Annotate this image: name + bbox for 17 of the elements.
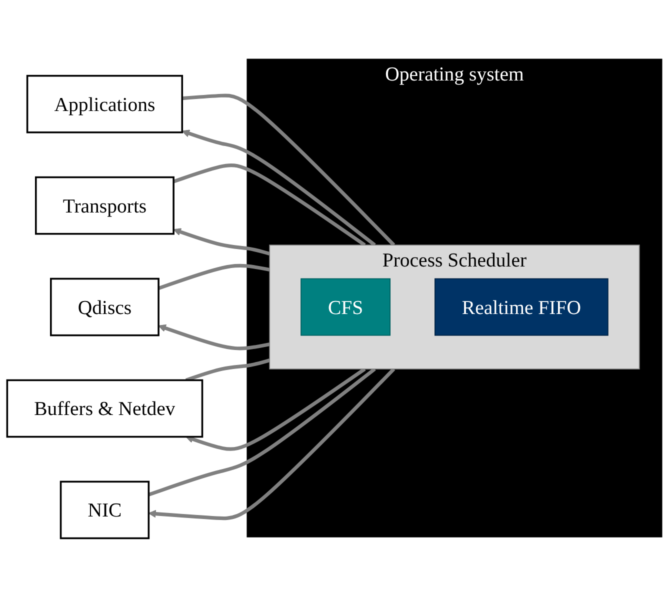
connector [172, 163, 366, 246]
node-box: Qdiscs [50, 278, 160, 336]
arrow [158, 324, 270, 350]
node-box: NIC [60, 480, 150, 539]
node-box: Transports [34, 176, 174, 235]
arrow [182, 129, 376, 246]
node-box: CFS [300, 278, 391, 336]
arrow [173, 228, 270, 256]
connector [182, 94, 396, 246]
connector [158, 264, 270, 290]
node-box: Applications [26, 74, 184, 134]
arrow [186, 367, 366, 451]
node-box: Buffers & Netdev [6, 379, 204, 438]
connector [148, 367, 376, 496]
connector [185, 358, 270, 382]
arrow [148, 368, 396, 520]
node-box: Realtime FIFO [434, 278, 608, 336]
